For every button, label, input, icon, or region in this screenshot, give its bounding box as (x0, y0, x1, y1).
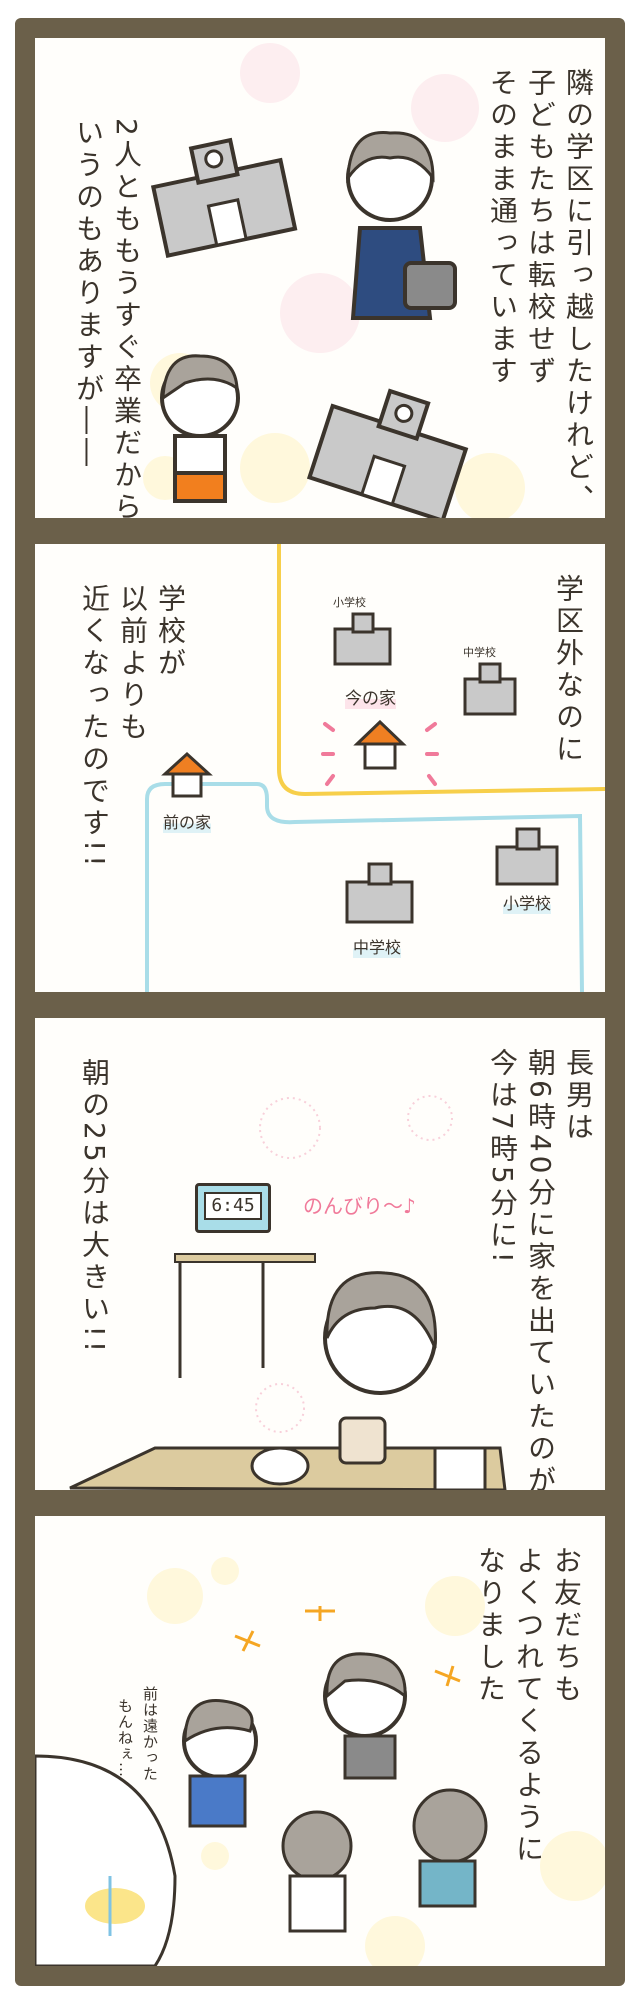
digital-clock: 6:45 (195, 1183, 271, 1233)
narration-line: そのまま通っています (486, 68, 519, 388)
narration-line: 隣の学区に引っ越したけれど、 (562, 68, 595, 516)
narration-line: よくつれてくるように (512, 1546, 545, 1866)
school-building-icon (306, 388, 469, 518)
narration-line: 朝の25分は大きい!! (78, 1058, 111, 1357)
panel-4-content: お友だちも よくつれてくるように なりました 前は遠かった もんねぇ… (35, 1516, 605, 1966)
map-label-elementary: 小学校 (503, 890, 552, 914)
panel-3-illustration (69, 1095, 507, 1490)
son-character (323, 1652, 407, 1780)
pitcher-icon (433, 1446, 487, 1490)
narration-line: 子どもたちは転校せず (524, 68, 557, 388)
narration-line: 長男は (562, 1048, 595, 1144)
panel-4-illustration (35, 1557, 605, 1966)
narration-line: お友だちも (550, 1546, 583, 1706)
sound-effect: のんびり〜♪ (303, 1194, 416, 1218)
cup-icon (250, 1446, 310, 1486)
school-building-icon (495, 827, 559, 886)
narration-line: いうのもありますが―― (72, 118, 105, 470)
shelf (174, 1253, 316, 1378)
panel-1-content: 隣の学区に引っ越したけれど、 子どもたちは転校せず そのまま通っています 2人と… (35, 38, 605, 518)
boy-eating-toast (323, 1271, 437, 1465)
panel-2: 小学校 中学校 今の家 前の家 小学校 中学校 学区外なのに 学校が 以前よりも… (15, 524, 625, 1012)
narration-line: 学区外なのに (552, 574, 585, 766)
school-building-icon (150, 137, 298, 258)
friend-character (412, 1788, 488, 1908)
panel-4: お友だちも よくつれてくるように なりました 前は遠かった もんねぇ… (15, 1496, 625, 1986)
panel-3: 6:45 のんびり〜♪ 長男は 朝6時40分に家を出ていたのが 今は7時5分に!… (15, 998, 625, 1510)
map-label-previous-home: 前の家 (163, 809, 212, 833)
map-label-middle: 中学校 (353, 934, 402, 958)
panel-1: 隣の学区に引っ越したけれど、 子どもたちは転校せず そのまま通っています 2人と… (15, 18, 625, 538)
narration-line: なりました (474, 1546, 507, 1706)
narration-line: 今は7時5分に! (486, 1048, 519, 1267)
panel-3-content: 6:45 のんびり〜♪ 長男は 朝6時40分に家を出ていたのが 今は7時5分に!… (35, 1018, 605, 1490)
narration-line: 近くなったのです!! (78, 584, 111, 871)
mascot-character (35, 1754, 177, 1966)
school-building-icon (463, 662, 517, 716)
boy-character (160, 354, 240, 503)
narration-line: 朝6時40分に家を出ていたのが (524, 1048, 557, 1490)
narration-line: 2人とももうすぐ卒業だからと (110, 118, 143, 518)
current-district-boundary (277, 544, 605, 797)
speech-line: 前は遠かった (141, 1686, 159, 1782)
narration-line: 学校が (154, 584, 187, 680)
current-home-icon (321, 719, 439, 786)
friend-character (281, 1810, 353, 1933)
previous-home-icon (161, 751, 213, 798)
speech-line: もんねぇ… (116, 1698, 134, 1778)
map-label-elementary: 小学校 (333, 596, 366, 609)
panel-1-illustration (143, 43, 525, 518)
clock-display: 6:45 (204, 1192, 262, 1220)
school-building-icon (345, 862, 414, 924)
narration-line: 以前よりも (116, 584, 149, 744)
map-label-current-home: 今の家 (345, 684, 396, 709)
girl-character (346, 131, 457, 320)
friend-character (182, 1699, 258, 1828)
panel-2-content: 小学校 中学校 今の家 前の家 小学校 中学校 学区外なのに 学校が 以前よりも… (35, 544, 605, 992)
previous-district-boundary (145, 782, 584, 992)
map-label-middle: 中学校 (463, 646, 496, 659)
school-district-map (145, 544, 605, 992)
school-building-icon (333, 612, 392, 666)
